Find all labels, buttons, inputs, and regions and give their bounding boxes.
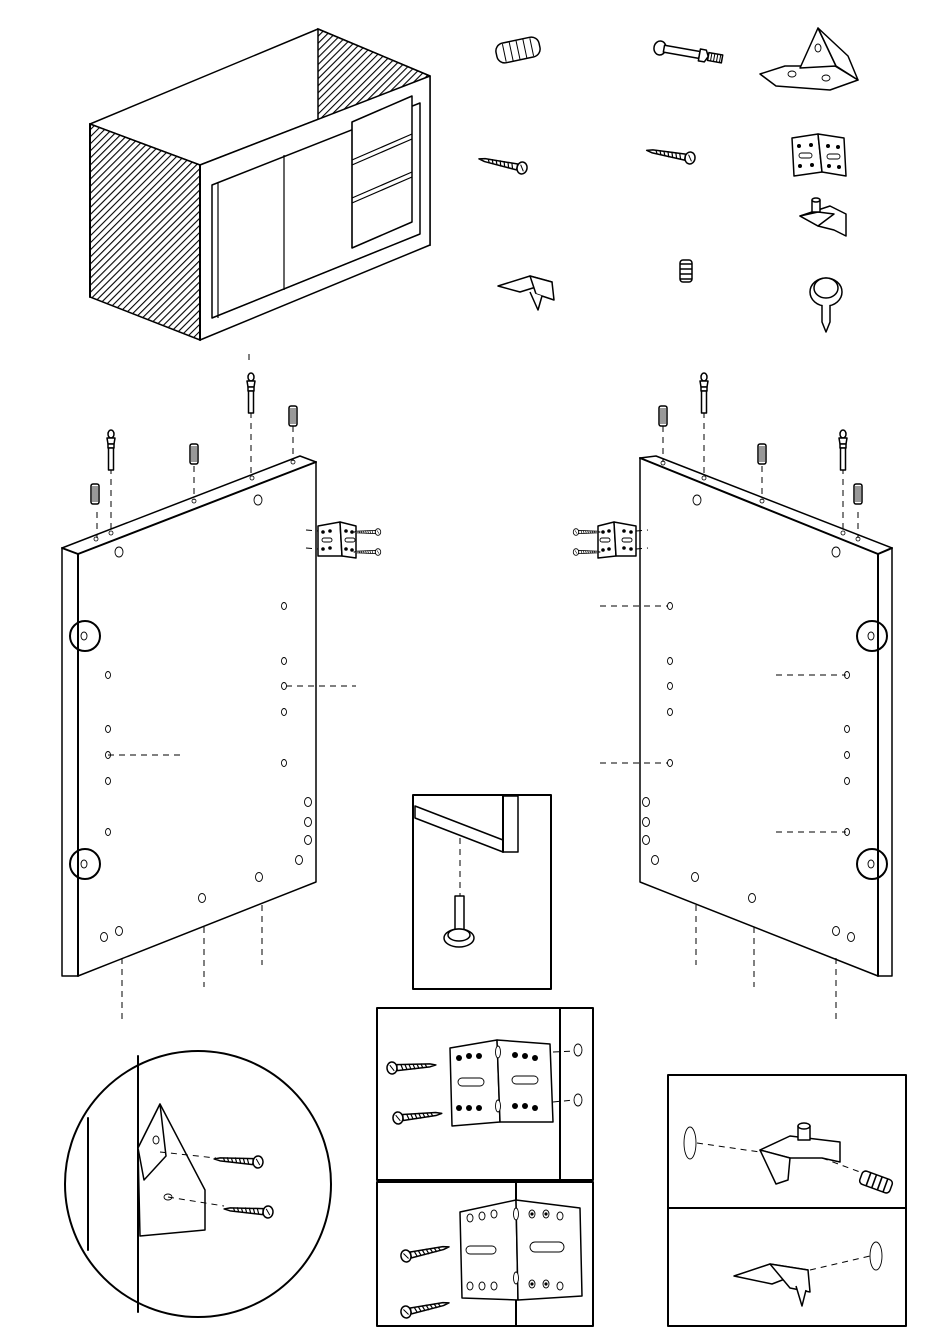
- hardware-parts: [478, 28, 858, 332]
- left-panel-bracket: [306, 522, 381, 558]
- right-panel-bracket: [573, 522, 648, 558]
- threaded-insert-part: [680, 260, 692, 282]
- wood-screw-part: [478, 153, 528, 175]
- triangle-bracket-detail: [65, 1051, 331, 1317]
- foot-detail-box: [413, 795, 551, 989]
- hinge-detail-bottom: [377, 1182, 593, 1326]
- shelf-clip-detail-bottom: [668, 1208, 906, 1326]
- cam-bolt-part: [653, 40, 723, 66]
- shelf-clip-detail-top: [668, 1075, 906, 1208]
- shelf-clip-part: [800, 198, 846, 236]
- hinge-detail-top: [377, 1008, 593, 1180]
- shelf-support-pin-part: [498, 276, 554, 310]
- dowel-part: [494, 36, 541, 65]
- right-side-panel: [573, 373, 892, 1020]
- left-side-panel: [62, 354, 381, 1020]
- wood-screw-small-part: [646, 144, 696, 164]
- leveling-foot-part: [810, 278, 842, 332]
- cabinet-overview: [90, 29, 430, 340]
- hinge-plate-part: [792, 134, 846, 176]
- triangle-bracket-part: [760, 28, 858, 90]
